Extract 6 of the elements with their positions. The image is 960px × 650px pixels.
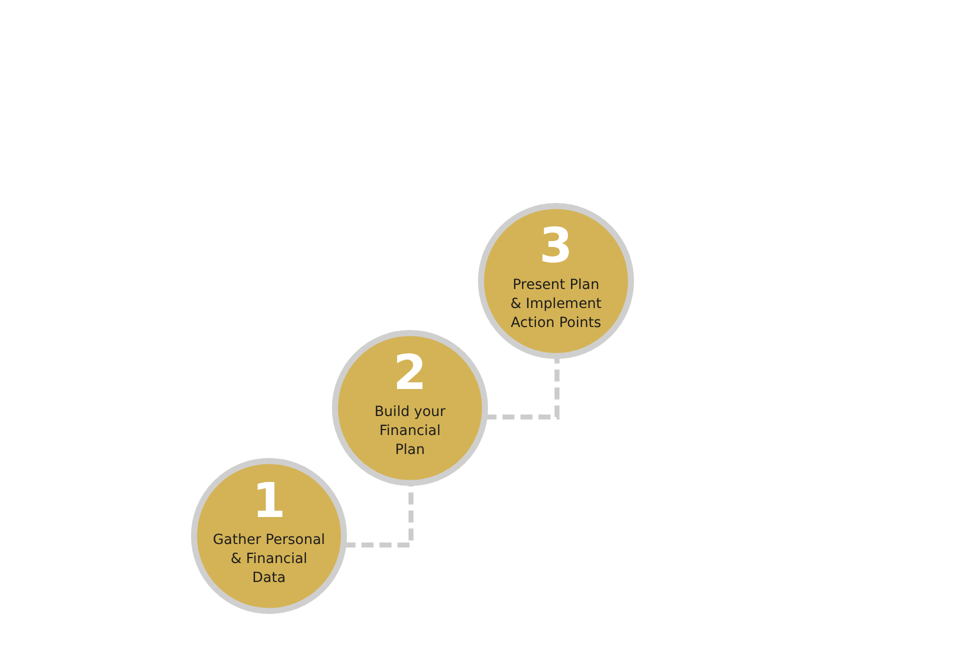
step-number: 1 xyxy=(252,476,286,526)
step-label: Present Plan & Implement Action Points xyxy=(509,276,603,333)
step-number: 2 xyxy=(393,348,427,398)
step-label: Build your Financial Plan xyxy=(373,403,447,460)
step-label: Gather Personal & Financial Data xyxy=(212,531,326,588)
step-number: 3 xyxy=(539,221,573,271)
